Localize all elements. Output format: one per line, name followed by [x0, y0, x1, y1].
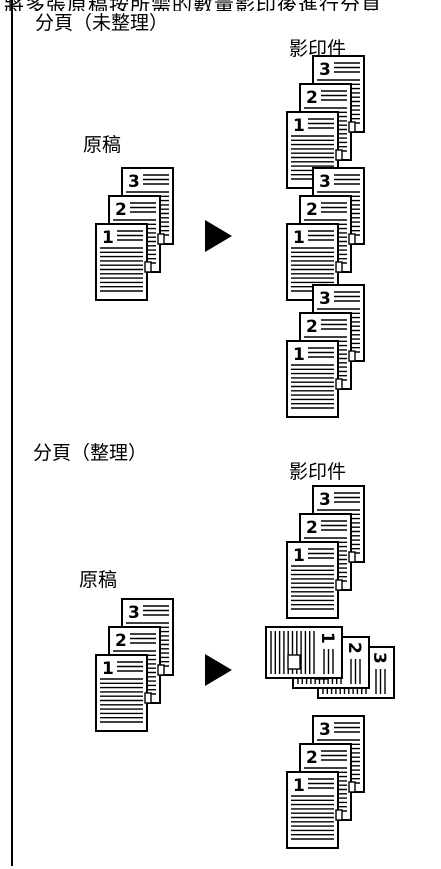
page-number: 3 [369, 652, 389, 664]
collated-copies-label: 影印件 [289, 461, 347, 483]
collated-copy-set-3: 321 [286, 715, 365, 849]
page-number: 2 [306, 317, 318, 337]
top-cropped-text: 將多張原稿按所需的數量影印後進行分頁 [0, 0, 441, 11]
page-number: 2 [115, 200, 127, 220]
right-triangle-arrow-icon [205, 654, 232, 686]
page-1: 1 [286, 541, 343, 619]
uncollated-originals-label: 原稿 [83, 134, 122, 156]
page-number: 2 [306, 88, 318, 108]
page-1: 1 [286, 340, 343, 418]
collated-section-title: 分頁（整理） [33, 442, 148, 464]
rotated-page-1: 1 [265, 626, 343, 679]
page-number: 3 [319, 289, 331, 309]
page-number: 1 [102, 228, 114, 248]
page-number: 3 [128, 172, 140, 192]
uncollated-copies-label: 影印件 [289, 38, 347, 60]
page-number: 1 [293, 116, 305, 136]
page-number: 1 [293, 345, 305, 365]
page-number: 1 [317, 632, 337, 644]
page-number: 3 [319, 172, 331, 192]
uncollated-originals-stack: 321 [95, 167, 174, 301]
page-number: 3 [319, 490, 331, 510]
collated-originals-label: 原稿 [79, 569, 118, 591]
page-number: 2 [306, 748, 318, 768]
collated-originals-stack: 321 [95, 598, 174, 732]
page-number: 2 [306, 200, 318, 220]
page-number: 3 [128, 603, 140, 623]
left-margin-rule [11, 0, 13, 866]
page-number: 3 [319, 720, 331, 740]
page-number: 1 [293, 546, 305, 566]
page-number: 3 [319, 60, 331, 80]
uncollated-copy-set-3: 321 [286, 284, 365, 418]
uncollated-section-title: 分頁（未整理） [35, 12, 169, 34]
page-number: 1 [293, 228, 305, 248]
top-cropped-text-label: 將多張原稿按所需的數量影印後進行分頁 [4, 0, 382, 11]
rotated-page-set: 321 [265, 626, 395, 699]
page-number: 2 [306, 518, 318, 538]
page-1: 1 [95, 223, 152, 301]
right-triangle-arrow-icon [205, 220, 232, 252]
page-number: 1 [102, 659, 114, 679]
page-1: 1 [95, 654, 152, 732]
page-number: 1 [293, 776, 305, 796]
page-number: 2 [344, 642, 364, 654]
page-number: 2 [115, 631, 127, 651]
page-1: 1 [286, 771, 343, 849]
collated-copy-set-1: 321 [286, 485, 365, 619]
